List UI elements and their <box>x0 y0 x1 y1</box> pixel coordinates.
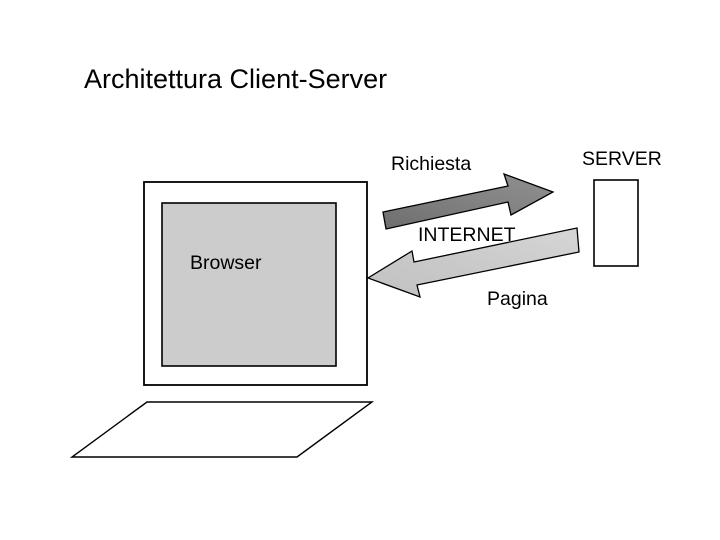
page-title: Architettura Client-Server <box>84 64 388 94</box>
server-box <box>593 179 639 267</box>
laptop-screen <box>161 202 337 367</box>
network-label: INTERNET <box>418 224 516 246</box>
request-arrow <box>382 172 555 230</box>
server-label: SERVER <box>582 148 662 170</box>
response-arrow <box>366 227 580 299</box>
laptop-base <box>69 401 375 458</box>
request-arrow-label: Richiesta <box>391 153 472 175</box>
server-unit <box>593 179 639 267</box>
response-arrow-shape <box>366 227 580 299</box>
client-laptop <box>69 181 375 458</box>
request-arrow-shape <box>382 172 555 230</box>
browser-label: Browser <box>190 252 262 274</box>
response-arrow-label: Pagina <box>487 288 548 310</box>
